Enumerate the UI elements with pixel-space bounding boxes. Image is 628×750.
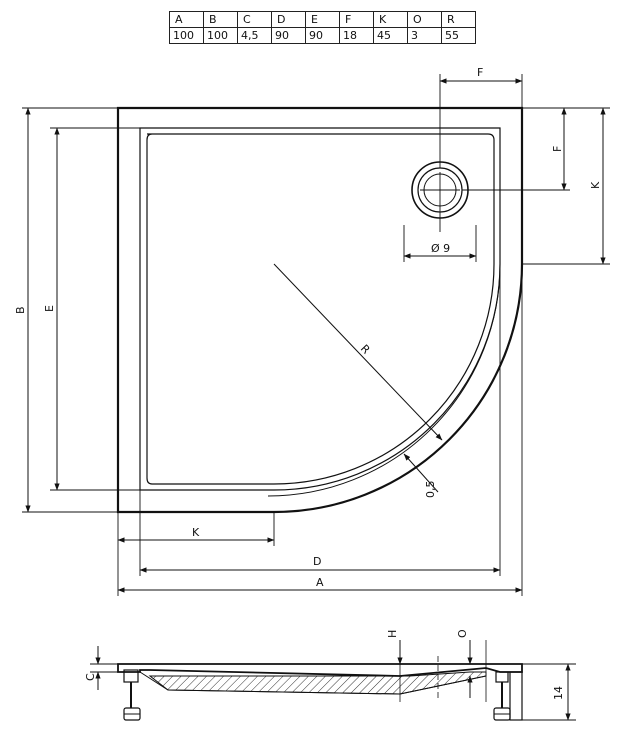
label-k-side: K [589,181,602,189]
right-end-panel [509,671,523,721]
rim-arc-double [267,263,501,497]
right-foot-bracket [495,671,509,683]
label-drain-diameter: Ø 9 [431,242,450,255]
label-rim-width: 0,5 [424,481,437,499]
label-f-top: F [477,66,483,79]
r-radius-line [273,263,443,441]
label-k-bottom: K [192,526,200,539]
top-view [22,74,610,596]
value-cell-d: 90 [271,27,306,44]
dimension-table: A B C D E F K O R 100 100 4,5 90 90 18 4… [169,11,476,44]
value-cell-b: 100 [203,27,238,44]
dimension-table-value-row: 100 100 4,5 90 90 18 45 3 55 [169,27,476,44]
value-cell-r: 55 [441,27,476,44]
label-b: B [14,306,27,314]
label-c: C [84,673,97,681]
label-a: A [316,576,324,589]
value-cell-e: 90 [305,27,340,44]
label-d: D [313,555,321,568]
label-e: E [43,305,56,312]
tray-rim-outline [139,127,501,491]
label-f-side: F [551,146,564,152]
tray-outer-outline [116,106,524,514]
label-height-14: 14 [552,686,565,700]
label-o: O [456,629,469,638]
side-view [90,640,576,721]
dimension-table-header-row: A B C D E F K O R [169,11,476,28]
value-cell-f: 18 [339,27,374,44]
value-cell-c: 4,5 [237,27,272,44]
rim-width-dimension [403,453,439,493]
dimension-labels: F F K B E K D A R Ø 9 0,5 C H O 14 [14,66,602,700]
label-h: H [386,630,399,638]
value-cell-k: 45 [373,27,408,44]
basin-inner-outline [146,133,495,485]
